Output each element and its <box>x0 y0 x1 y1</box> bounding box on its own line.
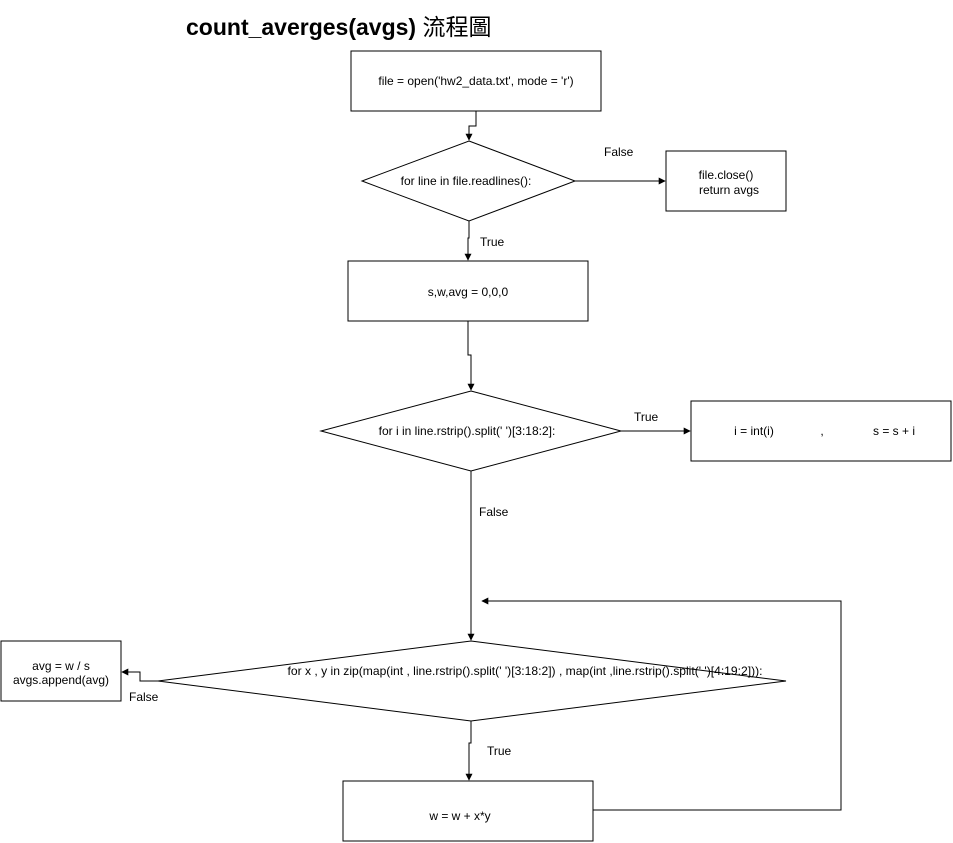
edge-accum-loop-back <box>481 597 842 811</box>
edge-label-i-false: False <box>479 505 509 519</box>
edge-label-i-true: True <box>634 410 659 424</box>
label-close-file-2: return avgs <box>699 183 759 197</box>
label-loop-lines: for line in file.readlines(): <box>401 174 532 188</box>
process-avg-calc <box>0 640 122 702</box>
decision-loop-i <box>319 390 623 472</box>
label-close-file-1: file.close() <box>699 168 754 182</box>
process-close-file <box>665 150 787 212</box>
label-init-vars: s,w,avg = 0,0,0 <box>428 285 509 299</box>
edge-loop-lines-true <box>464 221 472 261</box>
page-title: count_averges(avgs) 流程圖 <box>186 8 491 42</box>
label-open-file: file = open('hw2_data.txt', mode = 'r') <box>378 74 573 88</box>
edge-init-to-loop-i <box>467 321 475 391</box>
edge-label-lines-false: False <box>604 145 634 159</box>
label-loop-i: for i in line.rstrip().split(' ')[3:18:2… <box>379 424 556 438</box>
label-sum-i-1: i = int(i) <box>734 424 774 438</box>
label-avg-calc-2: avgs.append(avg) <box>13 673 109 687</box>
title-function: count_averges(avgs) <box>186 14 417 40</box>
edge-label-xy-false: False <box>129 690 159 704</box>
label-accum-w: w = w + x*y <box>428 809 490 823</box>
process-sum-i <box>690 400 952 462</box>
label-sum-i-3: s = s + i <box>873 424 915 438</box>
edge-open-to-loop-lines <box>465 111 477 141</box>
title-suffix: 流程圖 <box>422 14 492 40</box>
label-avg-calc-1: avg = w / s <box>32 659 90 673</box>
label-loop-xy: for x , y in zip(map(int , line.rstrip()… <box>288 664 763 678</box>
process-open-file <box>350 50 602 112</box>
edge-label-lines-true: True <box>480 235 505 249</box>
decision-loop-xy <box>157 640 787 722</box>
edge-label-xy-true: True <box>487 744 512 758</box>
process-init-vars <box>347 260 589 322</box>
process-accum-w <box>342 780 594 842</box>
edge-loop-xy-false <box>121 668 158 682</box>
label-sum-i-2: , <box>820 424 823 438</box>
decision-loop-lines <box>360 140 577 222</box>
edge-loop-xy-true <box>465 721 473 781</box>
